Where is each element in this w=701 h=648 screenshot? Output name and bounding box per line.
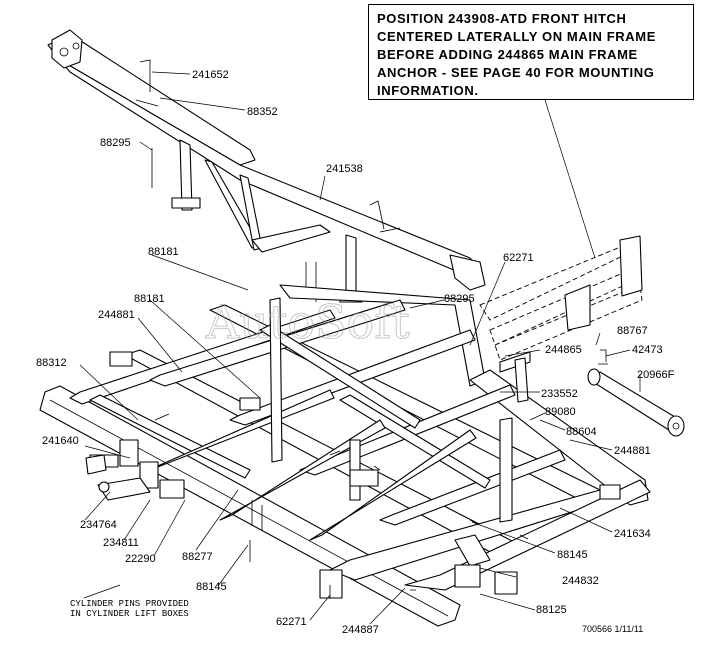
part-label: 62271	[503, 252, 534, 264]
part-label: 88145	[557, 549, 588, 561]
part-label: 88604	[566, 426, 597, 438]
part-label: 241634	[614, 528, 651, 540]
footnote-line-1: CYLINDER PINS PROVIDED	[70, 599, 189, 609]
part-label: 88181	[134, 293, 165, 305]
front-hitch	[47, 29, 486, 303]
frame-anchor	[479, 235, 643, 403]
part-label: 88277	[182, 551, 213, 563]
part-label: 88181	[148, 246, 179, 258]
part-label: 88125	[536, 604, 567, 616]
part-label: 244881	[614, 445, 651, 457]
part-label: 244887	[342, 624, 379, 636]
part-label: 88145	[196, 581, 227, 593]
part-label: 234811	[103, 537, 139, 549]
part-label: 88767	[617, 325, 648, 337]
part-label: 241538	[326, 163, 363, 175]
part-label: 62271	[276, 616, 307, 628]
part-label: 244832	[562, 575, 599, 587]
footnote-line-2: IN CYLINDER LIFT BOXES	[70, 609, 189, 619]
part-label: 233552	[541, 388, 578, 400]
part-label: 234764	[80, 519, 117, 531]
part-label: 88352	[247, 106, 278, 118]
part-label: 241640	[42, 435, 79, 447]
cylinder	[587, 349, 685, 437]
note-text: POSITION 243908-ATD FRONT HITCH CENTERED…	[377, 11, 656, 98]
part-label: 88295	[100, 137, 131, 149]
lift-box	[85, 454, 151, 501]
part-label: 89080	[545, 406, 576, 418]
part-label: 88312	[36, 357, 67, 369]
leader-lines	[79, 71, 641, 625]
part-label: 244865	[545, 344, 582, 356]
part-label: 42473	[632, 344, 663, 356]
watermark: AutoSoft	[205, 295, 410, 349]
part-label: 20966F	[637, 369, 675, 381]
part-label: 88295	[444, 293, 475, 305]
part-label: 241652	[192, 69, 229, 81]
drawing-id: 700566 1/11/11	[582, 624, 643, 634]
part-label: 244881	[98, 309, 135, 321]
note-box: POSITION 243908-ATD FRONT HITCH CENTERED…	[368, 4, 694, 100]
main-frame	[39, 284, 651, 627]
part-labels: 241652 88352 88295 241538 88181 62271 88…	[36, 69, 675, 636]
part-label: 22290	[125, 553, 156, 565]
